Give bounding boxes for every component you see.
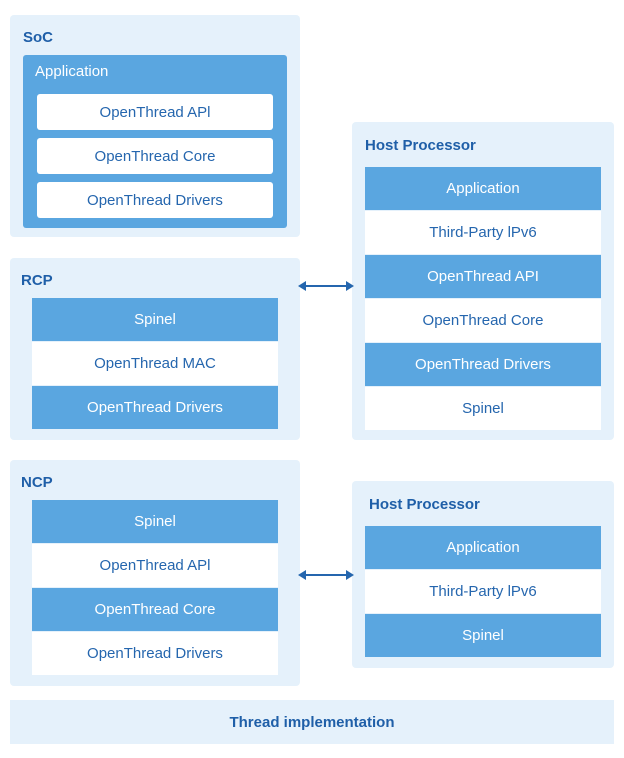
host-processor-panel-1: Host Processor Application Third-Party l… <box>352 122 614 440</box>
host1-layer-third-party-ipv6: Third-Party lPv6 <box>365 211 601 254</box>
ncp-title: NCP <box>21 474 53 491</box>
host-processor-panel-2: Host Processor Application Third-Party l… <box>352 481 614 668</box>
soc-title: SoC <box>23 29 53 46</box>
host1-layer-openthread-api: OpenThread API <box>365 255 601 298</box>
soc-layer-openthread-drivers: OpenThread Drivers <box>37 182 273 218</box>
host2-layer-third-party-ipv6: Third-Party lPv6 <box>365 570 601 613</box>
ncp-host-arrow <box>298 570 354 580</box>
rcp-layer-openthread-mac: OpenThread MAC <box>32 342 278 385</box>
ncp-layer-openthread-drivers: OpenThread Drivers <box>32 632 278 675</box>
ncp-layer-spinel: Spinel <box>32 500 278 543</box>
host1-layer-application: Application <box>365 167 601 210</box>
rcp-layer-spinel: Spinel <box>32 298 278 341</box>
soc-layer-openthread-core: OpenThread Core <box>37 138 273 174</box>
ncp-panel: NCP Spinel OpenThread APl OpenThread Cor… <box>10 460 300 686</box>
host1-layer-spinel: Spinel <box>365 387 601 430</box>
soc-layer-openthread-api: OpenThread APl <box>37 94 273 130</box>
rcp-title: RCP <box>21 272 53 289</box>
soc-application-box: Application OpenThread APl OpenThread Co… <box>23 55 287 228</box>
host1-layer-openthread-core: OpenThread Core <box>365 299 601 342</box>
host-processor-2-title: Host Processor <box>369 496 480 513</box>
rcp-host-arrow <box>298 281 354 291</box>
ncp-layer-openthread-api: OpenThread APl <box>32 544 278 587</box>
host2-layer-spinel: Spinel <box>365 614 601 657</box>
rcp-layer-openthread-drivers: OpenThread Drivers <box>32 386 278 429</box>
thread-implementation-footer: Thread implementation <box>10 700 614 744</box>
rcp-panel: RCP Spinel OpenThread MAC OpenThread Dri… <box>10 258 300 440</box>
host1-layer-openthread-drivers: OpenThread Drivers <box>365 343 601 386</box>
soc-panel: SoC Application OpenThread APl OpenThrea… <box>10 15 300 237</box>
host-processor-1-title: Host Processor <box>365 137 476 154</box>
soc-application-label: Application <box>35 63 109 80</box>
ncp-layer-openthread-core: OpenThread Core <box>32 588 278 631</box>
host2-layer-application: Application <box>365 526 601 569</box>
